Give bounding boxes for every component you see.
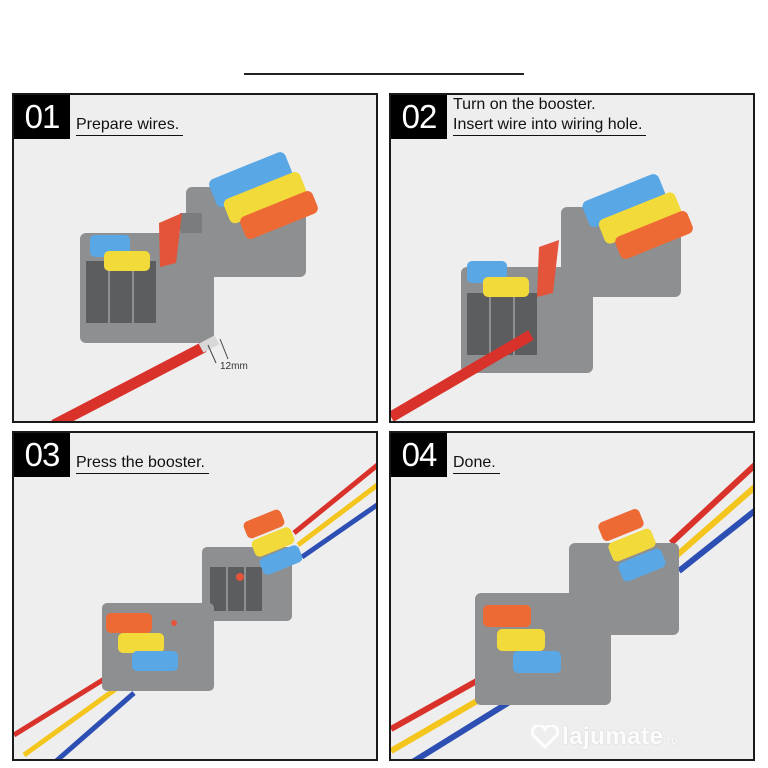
top-divider-line [244,73,524,75]
step-number: 02 [391,95,447,139]
caption-line: Press the booster. [76,454,205,471]
caption-line: Done. [453,454,496,471]
step-panel-04: 04 Done. [389,431,755,761]
booster-open-illustration [391,174,693,421]
heart-logo-icon [530,725,560,749]
step-panel-02: 02 Turn on the booster. Insert wire into… [389,93,755,423]
step-panel-01: 01 Prepare wires. 12mm [12,93,378,423]
step-number: 04 [391,433,447,477]
connected-done-illustration [391,462,753,759]
watermark: lajumate.ro [562,723,678,751]
caption-line: Turn on the booster. [453,96,596,113]
step-number: 01 [14,95,70,139]
step-caption: Press the booster. [76,453,209,474]
caption-line: Insert wire into wiring hole. [453,116,643,133]
step-number: 03 [14,433,70,477]
measure-label: 12mm [220,361,248,372]
step-caption: Prepare wires. [76,115,184,136]
watermark-suffix: .ro [663,735,678,747]
watermark-name: lajumate [562,723,664,750]
step-panel-03: 03 Press the booster. [12,431,378,761]
step-caption: Done. [453,453,500,474]
caption-line: Prepare wires. [76,116,180,133]
step-caption: Turn on the booster. Insert wire into wi… [453,95,647,136]
press-booster-illustration [14,463,376,759]
connector-with-wire-illustration [51,152,318,421]
